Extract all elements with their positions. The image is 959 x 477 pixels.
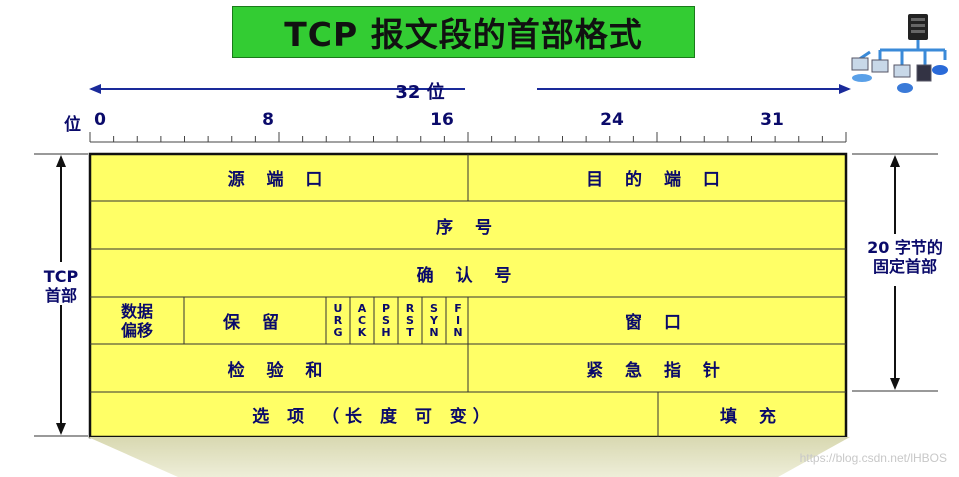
field-window: 窗 口 (625, 313, 689, 333)
field-options: 选 项 （长 度 可 变） (252, 407, 496, 427)
right-label-line-1: 20 字节的 (867, 238, 943, 257)
field-sequence-number: 序 号 (436, 217, 500, 238)
field-urgent-pointer: 紧 急 指 针 (586, 360, 728, 381)
right-label-line-2: 固定首部 (872, 257, 937, 276)
flag-letter: I (455, 313, 461, 327)
flag-letter: U (333, 301, 343, 315)
flag-letter: G (333, 325, 343, 339)
field-data-offset: 数据 偏移 (90, 297, 184, 344)
flag-letter: N (453, 325, 463, 339)
field-checksum: 检 验 和 (227, 360, 331, 381)
bit-axis-label: 位 (64, 115, 81, 135)
diagram-title: TCP 报文段的首部格式 (284, 15, 643, 54)
flag-letter: H (381, 325, 391, 339)
tcp-header-table (88, 152, 848, 439)
flag-letter: P (381, 301, 391, 315)
bit-tick-0: 0 (94, 110, 106, 130)
width-label: 32 位 (395, 82, 445, 103)
flag-letter: C (357, 313, 367, 327)
left-header-span-arrow (34, 153, 88, 437)
bit-ruler (89, 132, 847, 143)
field-padding: 填 充 (720, 407, 784, 427)
bit-tick-8: 8 (262, 110, 274, 130)
field-reserved: 保 留 (223, 313, 287, 333)
flag-letter: S (430, 301, 438, 315)
field-ack-number: 确 认 号 (416, 265, 520, 286)
left-label: TCP 首部 (38, 267, 84, 305)
watermark: https://blog.csdn.net/lHBOS (799, 451, 947, 465)
flag-letter: F (454, 301, 462, 315)
flag-letter: Y (430, 313, 438, 327)
flag-letter: R (405, 301, 415, 315)
bit-tick-16: 16 (430, 110, 454, 130)
flag-letter: R (333, 313, 343, 327)
left-label-line-2: 首部 (44, 286, 77, 305)
flag-letter: K (357, 325, 367, 339)
data-offset-line-2: 偏移 (120, 320, 153, 340)
field-source-port: 源 端 口 (227, 170, 331, 190)
flag-letter: T (406, 325, 414, 339)
flag-letter: A (357, 301, 367, 315)
network-computers-icon (851, 14, 948, 93)
width-arrow (89, 84, 851, 94)
right-fixed-header-arrow (852, 153, 938, 392)
field-destination-port: 目 的 端 口 (586, 170, 728, 190)
left-label-line-1: TCP (43, 267, 79, 286)
right-label: 20 字节的 固定首部 (853, 238, 957, 276)
flag-letter: S (406, 313, 414, 327)
zoom-funnel (88, 437, 850, 477)
flag-letter: S (382, 313, 390, 327)
bit-tick-31: 31 (760, 110, 784, 130)
bit-tick-24: 24 (600, 110, 624, 130)
diagram-title-box: TCP 报文段的首部格式 (232, 6, 695, 58)
data-offset-line-1: 数据 (120, 301, 153, 321)
flag-letter: N (429, 325, 439, 339)
